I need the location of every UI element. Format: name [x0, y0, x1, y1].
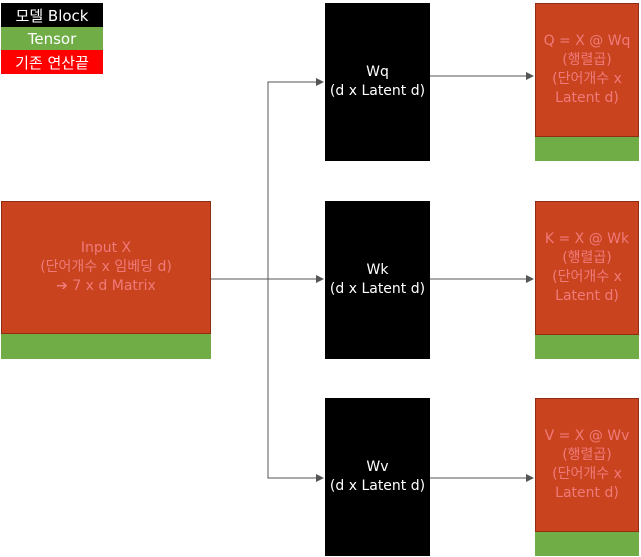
input-x-shape: (단어개수 x 임베딩 d)	[40, 259, 172, 275]
wv-block: Wv (d x Latent d)	[325, 398, 430, 556]
legend-model-block: 모델 Block	[1, 3, 103, 27]
q-shape-2: Latent d)	[555, 90, 619, 106]
k-op: (행렬곱)	[562, 250, 612, 266]
q-formula: Q = X @ Wq	[543, 33, 631, 49]
edge-input-to-wq	[211, 78, 324, 280]
legend-existing-calc: 기존 연산끝	[1, 50, 103, 74]
legend-model-block-label: 모델 Block	[15, 6, 89, 25]
wk-name: Wk	[366, 262, 389, 278]
wq-block: Wq (d x Latent d)	[325, 3, 430, 161]
input-x-matrix: ➔ 7 x d Matrix	[56, 278, 156, 294]
v-shape-2: Latent d)	[555, 485, 619, 501]
legend-tensor-label: Tensor	[27, 29, 77, 48]
k-tensor: K = X @ Wk (행렬곱) (단어개수 x Latent d)	[535, 201, 639, 359]
input-x-body: Input X (단어개수 x 임베딩 d) ➔ 7 x d Matrix	[1, 201, 211, 334]
input-x-title: Input X	[80, 240, 132, 256]
k-shape-2: Latent d)	[555, 288, 619, 304]
wq-name: Wq	[366, 64, 389, 80]
k-formula: K = X @ Wk	[544, 231, 630, 247]
v-tensor: V = X @ Wv (행렬곱) (단어개수 x Latent d)	[535, 398, 639, 556]
input-x-tensor: Input X (단어개수 x 임베딩 d) ➔ 7 x d Matrix	[1, 201, 211, 359]
k-tensor-body: K = X @ Wk (행렬곱) (단어개수 x Latent d)	[535, 201, 639, 335]
v-shape-1: (단어개수 x	[552, 466, 622, 482]
wk-dims: (d x Latent d)	[329, 281, 426, 297]
wk-block: Wk (d x Latent d)	[325, 201, 430, 359]
edge-input-to-wv	[267, 279, 324, 482]
q-tensor-body: Q = X @ Wq (행렬곱) (단어개수 x Latent d)	[535, 3, 639, 137]
v-op: (행렬곱)	[562, 447, 612, 463]
q-op: (행렬곱)	[562, 52, 612, 68]
wq-dims: (d x Latent d)	[329, 83, 426, 99]
legend-tensor: Tensor	[1, 27, 103, 50]
legend-existing-calc-label: 기존 연산끝	[15, 53, 89, 72]
v-formula: V = X @ Wv	[544, 428, 630, 444]
k-shape-1: (단어개수 x	[552, 269, 622, 285]
q-shape-1: (단어개수 x	[552, 71, 622, 87]
wv-name: Wv	[366, 459, 389, 475]
wv-dims: (d x Latent d)	[329, 478, 426, 494]
v-tensor-body: V = X @ Wv (행렬곱) (단어개수 x Latent d)	[535, 398, 639, 532]
q-tensor: Q = X @ Wq (행렬곱) (단어개수 x Latent d)	[535, 3, 639, 161]
